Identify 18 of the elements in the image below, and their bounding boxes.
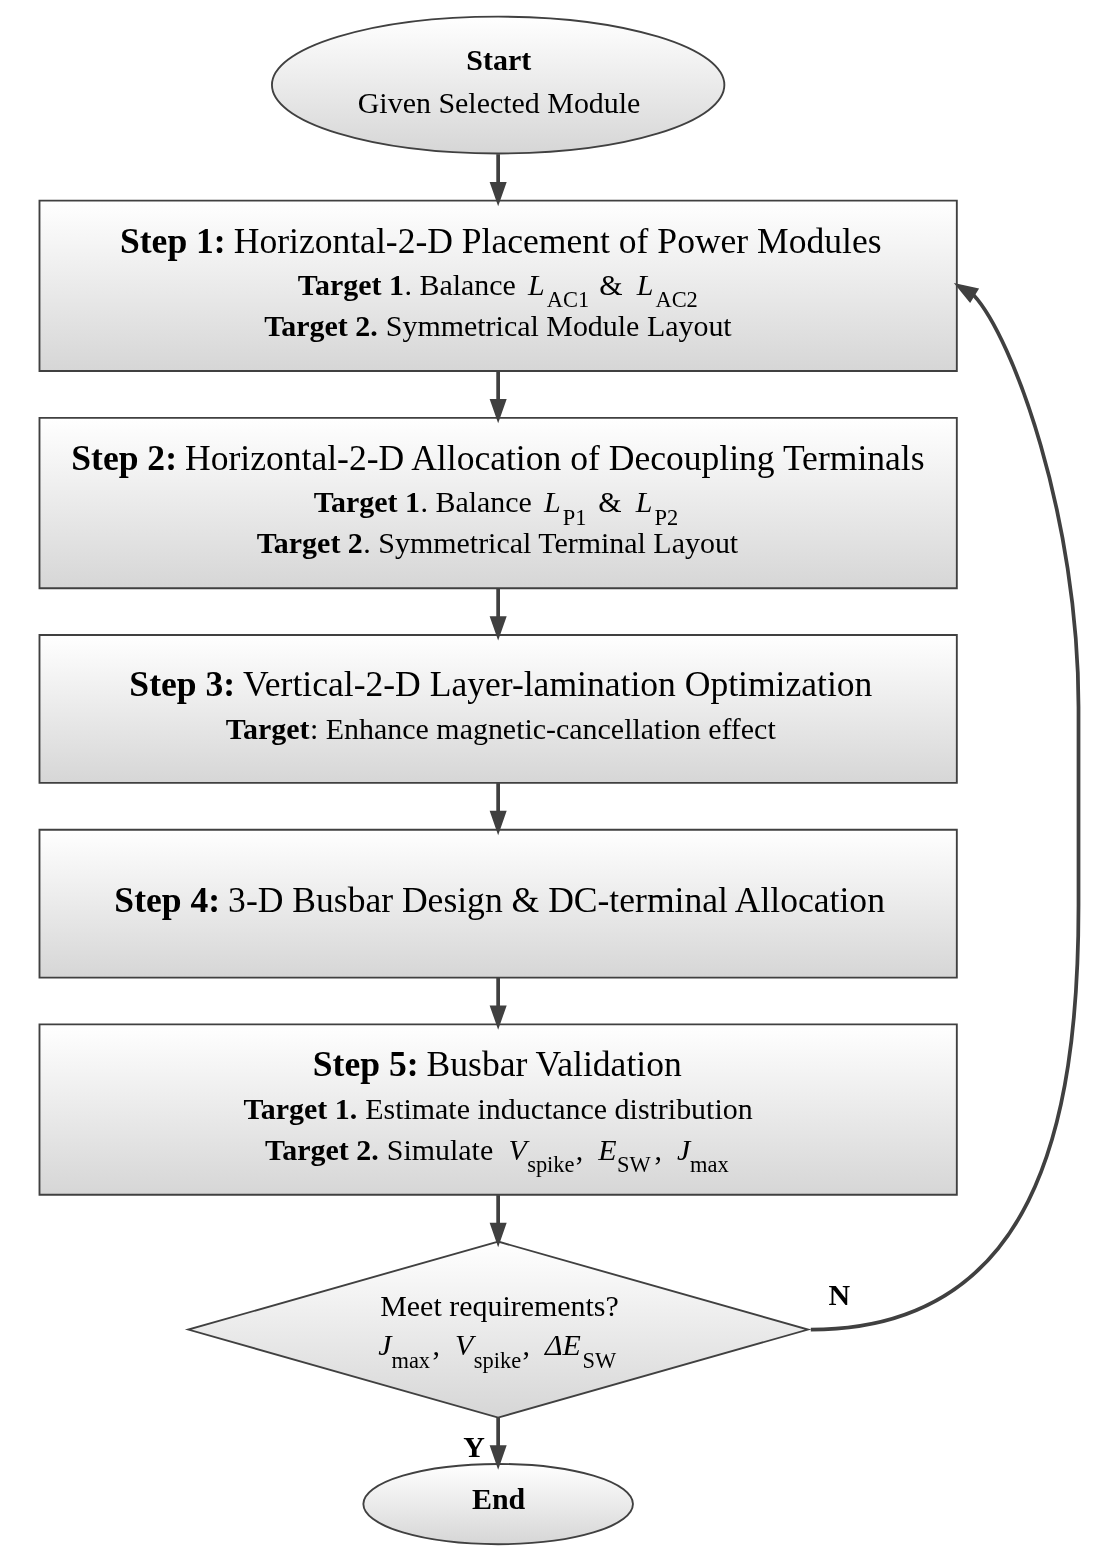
- node-box: Step 5: Busbar Validation Target 1. Estimate inductance distribution Target 2. Simulate V$_{spike}$, E$_{SW}$, J$_{max}$: [38, 1023, 958, 1196]
- arrow: [489, 977, 507, 1030]
- node-box: Step 2: Horizontal-2-D Allocation of Decoupling Terminals Target 1. Balance L$_{P1}$ & L$_{P2}$ Target 2. Symmetrical Terminal Layout: [38, 416, 958, 590]
- arrow: [489, 588, 507, 641]
- node-box: Step 3: Vertical-2-D Layer-lamination Optimization Target: Enhance magnetic-cancellation effect: [38, 634, 958, 784]
- node-box: Step 4: 3-D Busbar Design & DC-terminal Allocation: [38, 828, 958, 979]
- arrow: [810, 282, 1080, 1332]
- edge-label: N: [827, 1278, 850, 1312]
- node-diamond: Meet requirements? J$_{max}$, V$_{spike}$, ΔE$_{SW}$: [184, 1240, 811, 1419]
- edge-label: Y: [462, 1429, 485, 1463]
- node-box: Step 1: Horizontal-2-D Placement of Power Modules Target 1. Balance L$_{AC1}$ & L$_{AC2}$ Target 2. Symmetrical Module Layout: [38, 199, 958, 372]
- node-ellipse: Start Given Selected Module: [270, 15, 725, 155]
- arrow: [489, 783, 507, 836]
- node-ellipse: End: [361, 1463, 634, 1546]
- arrow: [489, 154, 507, 207]
- arrow: [489, 1417, 507, 1470]
- arrow: [489, 371, 507, 424]
- arrow: [489, 1195, 507, 1248]
